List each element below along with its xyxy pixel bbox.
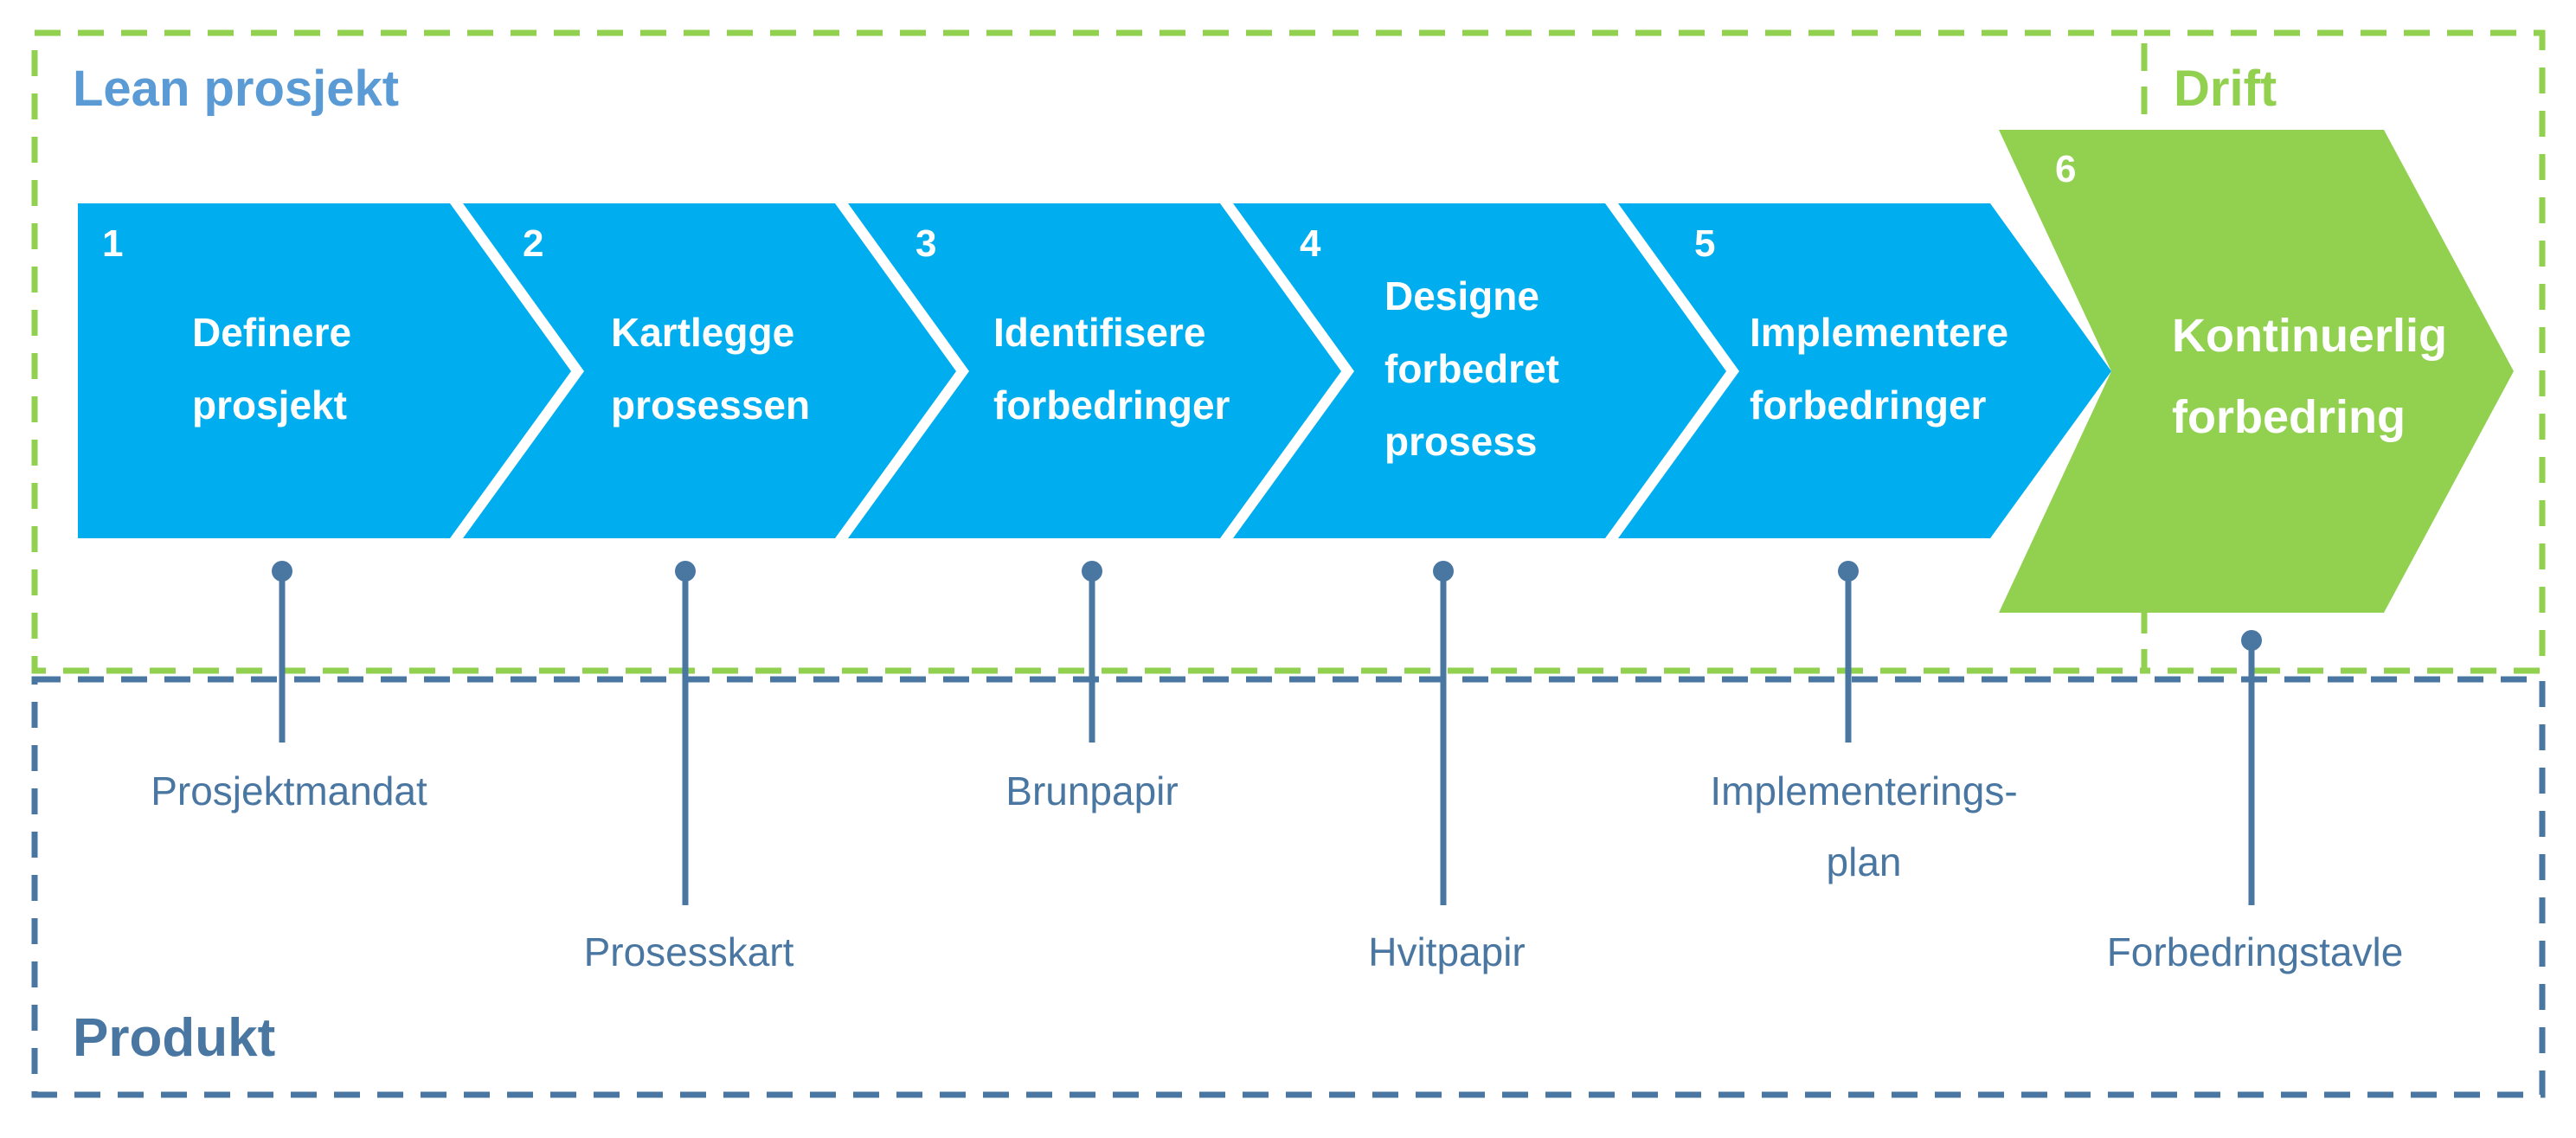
- connector-3: [1082, 561, 1102, 743]
- product-1-label: Prosjektmandat: [151, 768, 427, 813]
- lean-region-title: Lean prosjekt: [73, 61, 399, 117]
- step-4-label-line-3: prosess: [1384, 419, 1537, 464]
- drift-region-title: Drift: [2174, 61, 2277, 117]
- step-6-label-line-1: Kontinuerlig: [2172, 310, 2447, 362]
- step-5-number: 5: [1694, 222, 1715, 265]
- step-6-chevron: [1999, 130, 2514, 613]
- step-5-label-line-1: Implementere: [1750, 310, 2008, 355]
- product-4-label: Hvitpapir: [1368, 929, 1526, 974]
- step-1-number: 1: [102, 222, 123, 265]
- product-5-label-line-2: plan: [1827, 839, 1902, 884]
- step-2-label-line-2: prosessen: [611, 383, 810, 428]
- produkt-region-title: Produkt: [73, 1008, 275, 1068]
- step-4-label-line-1: Designe: [1384, 273, 1539, 318]
- step-3-number: 3: [915, 222, 936, 265]
- step-5-chevron: [1618, 203, 2111, 538]
- product-6-label: Forbedringstavle: [2107, 929, 2404, 974]
- step-2-number: 2: [523, 222, 543, 265]
- step-1-label-line-1: Definere: [192, 310, 351, 355]
- step-2-label-line-1: Kartlegge: [611, 310, 794, 355]
- product-2-label: Prosesskart: [584, 929, 794, 974]
- product-3-label: Brunpapir: [1005, 768, 1178, 813]
- step-4-chevron: [1233, 203, 1726, 538]
- step-3-chevron: [848, 203, 1341, 538]
- step-2-chevron: [463, 203, 956, 538]
- connector-5: [1838, 561, 1859, 743]
- produkt-region-frame: [31, 676, 2546, 1098]
- step-4-number: 4: [1300, 222, 1321, 265]
- step-4-label-line-2: forbedret: [1384, 346, 1559, 391]
- step-3-label-line-2: forbedringer: [993, 383, 1230, 428]
- step-1-chevron: [78, 203, 571, 538]
- step-6-label-line-2: forbedring: [2172, 391, 2406, 443]
- step-1-label-line-2: prosjekt: [192, 383, 347, 428]
- step-3-label-line-1: Identifisere: [993, 310, 1205, 355]
- connector-6: [2241, 630, 2262, 905]
- step-6-number: 6: [2055, 148, 2076, 190]
- connector-2: [675, 561, 696, 905]
- step-5-label-line-2: forbedringer: [1750, 383, 1987, 428]
- connector-1: [272, 561, 292, 743]
- product-5-label-line-1: Implementerings-: [1710, 768, 2017, 813]
- connector-4: [1433, 561, 1454, 905]
